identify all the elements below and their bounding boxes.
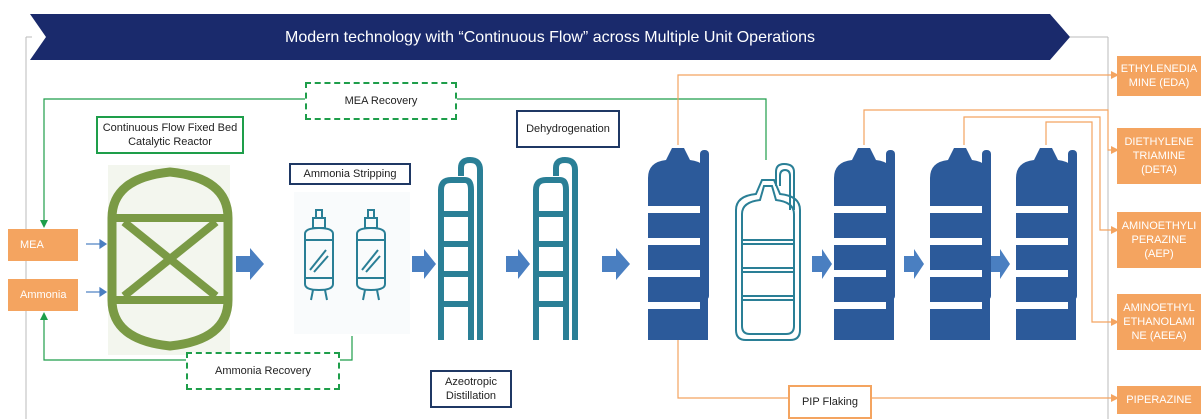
ammonia-stripping-unit bbox=[294, 192, 410, 334]
product-eda: ETHYLENEDIA MINE (EDA) bbox=[1117, 56, 1201, 96]
separation-column-3 bbox=[930, 148, 991, 340]
azeotropic-column-2 bbox=[533, 156, 578, 340]
reactor-vessel bbox=[107, 165, 233, 355]
outline-column bbox=[735, 162, 801, 341]
input-arrows bbox=[86, 238, 108, 298]
mea-recovery-label: MEA Recovery bbox=[305, 82, 457, 120]
reactor-label: Continuous Flow Fixed Bed Catalytic Reac… bbox=[96, 116, 244, 154]
product-aep: AMINOETHYLI PERAZINE (AEP) bbox=[1117, 212, 1201, 268]
banner-shape bbox=[30, 14, 1070, 60]
ammonia-stripping-label: Ammonia Stripping bbox=[289, 163, 411, 185]
azeotropic-distillation-label: Azeotropic Distillation bbox=[430, 370, 512, 408]
azeotropic-column-1 bbox=[438, 156, 483, 340]
ammonia-input-box: Ammonia bbox=[8, 279, 78, 311]
banner-title: Modern technology with “Continuous Flow”… bbox=[284, 29, 815, 46]
flow-arrows bbox=[236, 248, 1010, 280]
product-lines bbox=[677, 74, 1115, 399]
mea-recovery-arrowhead bbox=[40, 220, 48, 228]
separation-column-4 bbox=[1016, 148, 1077, 340]
ammonia-recovery-label: Ammonia Recovery bbox=[186, 352, 340, 390]
product-piperazine: PIPERAZINE bbox=[1117, 386, 1201, 414]
dehydrogenation-label: Dehydrogenation bbox=[516, 110, 620, 148]
product-aeea: AMINOETHYL ETHANOLAMI NE (AEEA) bbox=[1117, 294, 1201, 350]
separation-column-2 bbox=[834, 148, 895, 340]
mea-input-box: MEA bbox=[8, 229, 78, 261]
product-arrowheads bbox=[1111, 71, 1119, 402]
product-deta: DIETHYLENE TRIAMINE (DETA) bbox=[1117, 128, 1201, 184]
separation-column-1 bbox=[648, 148, 709, 340]
pip-flaking-label: PIP Flaking bbox=[788, 385, 872, 419]
ammonia-recovery-arrowhead bbox=[40, 312, 48, 320]
